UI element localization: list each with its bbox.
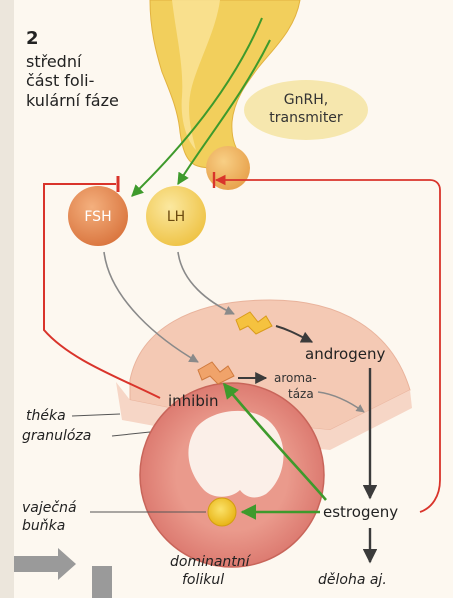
- vajecna-label-line1: vaječná: [22, 500, 77, 516]
- lh-label: LH: [167, 209, 185, 225]
- gnrh-label-line2: transmiter: [269, 110, 343, 126]
- gnrh-label-line1: GnRH,: [284, 92, 328, 108]
- dominantni-label-line2: folikul: [182, 572, 224, 588]
- vajecna-label-line2: buňka: [22, 518, 65, 534]
- granuloza-label: granulóza: [22, 428, 91, 444]
- panel-title-line3: kulární fáze: [26, 91, 119, 110]
- panel-title-line2: část foli-: [26, 71, 94, 90]
- fsh-label: FSH: [84, 209, 111, 225]
- deloha-label: děloha aj.: [318, 572, 387, 588]
- aromataza-label-line2: táza: [288, 387, 314, 401]
- aromataza-label-line1: aroma-: [274, 371, 317, 385]
- dominantni-label-line1: dominantní: [170, 554, 252, 570]
- theka-label: théka: [26, 408, 66, 424]
- follicle-antrum: [188, 411, 283, 498]
- panel-number: 2: [26, 28, 39, 49]
- pituitary-knob: [206, 146, 250, 190]
- panel-title-line1: střední: [26, 52, 82, 71]
- decorative-grey-block: [92, 566, 112, 598]
- page-edge-shade: [0, 0, 14, 598]
- estrogeny-label: estrogeny: [323, 503, 398, 521]
- egg-cell: [208, 498, 236, 526]
- inhibin-label: inhibin: [168, 392, 219, 410]
- androgeny-label: androgeny: [305, 345, 385, 363]
